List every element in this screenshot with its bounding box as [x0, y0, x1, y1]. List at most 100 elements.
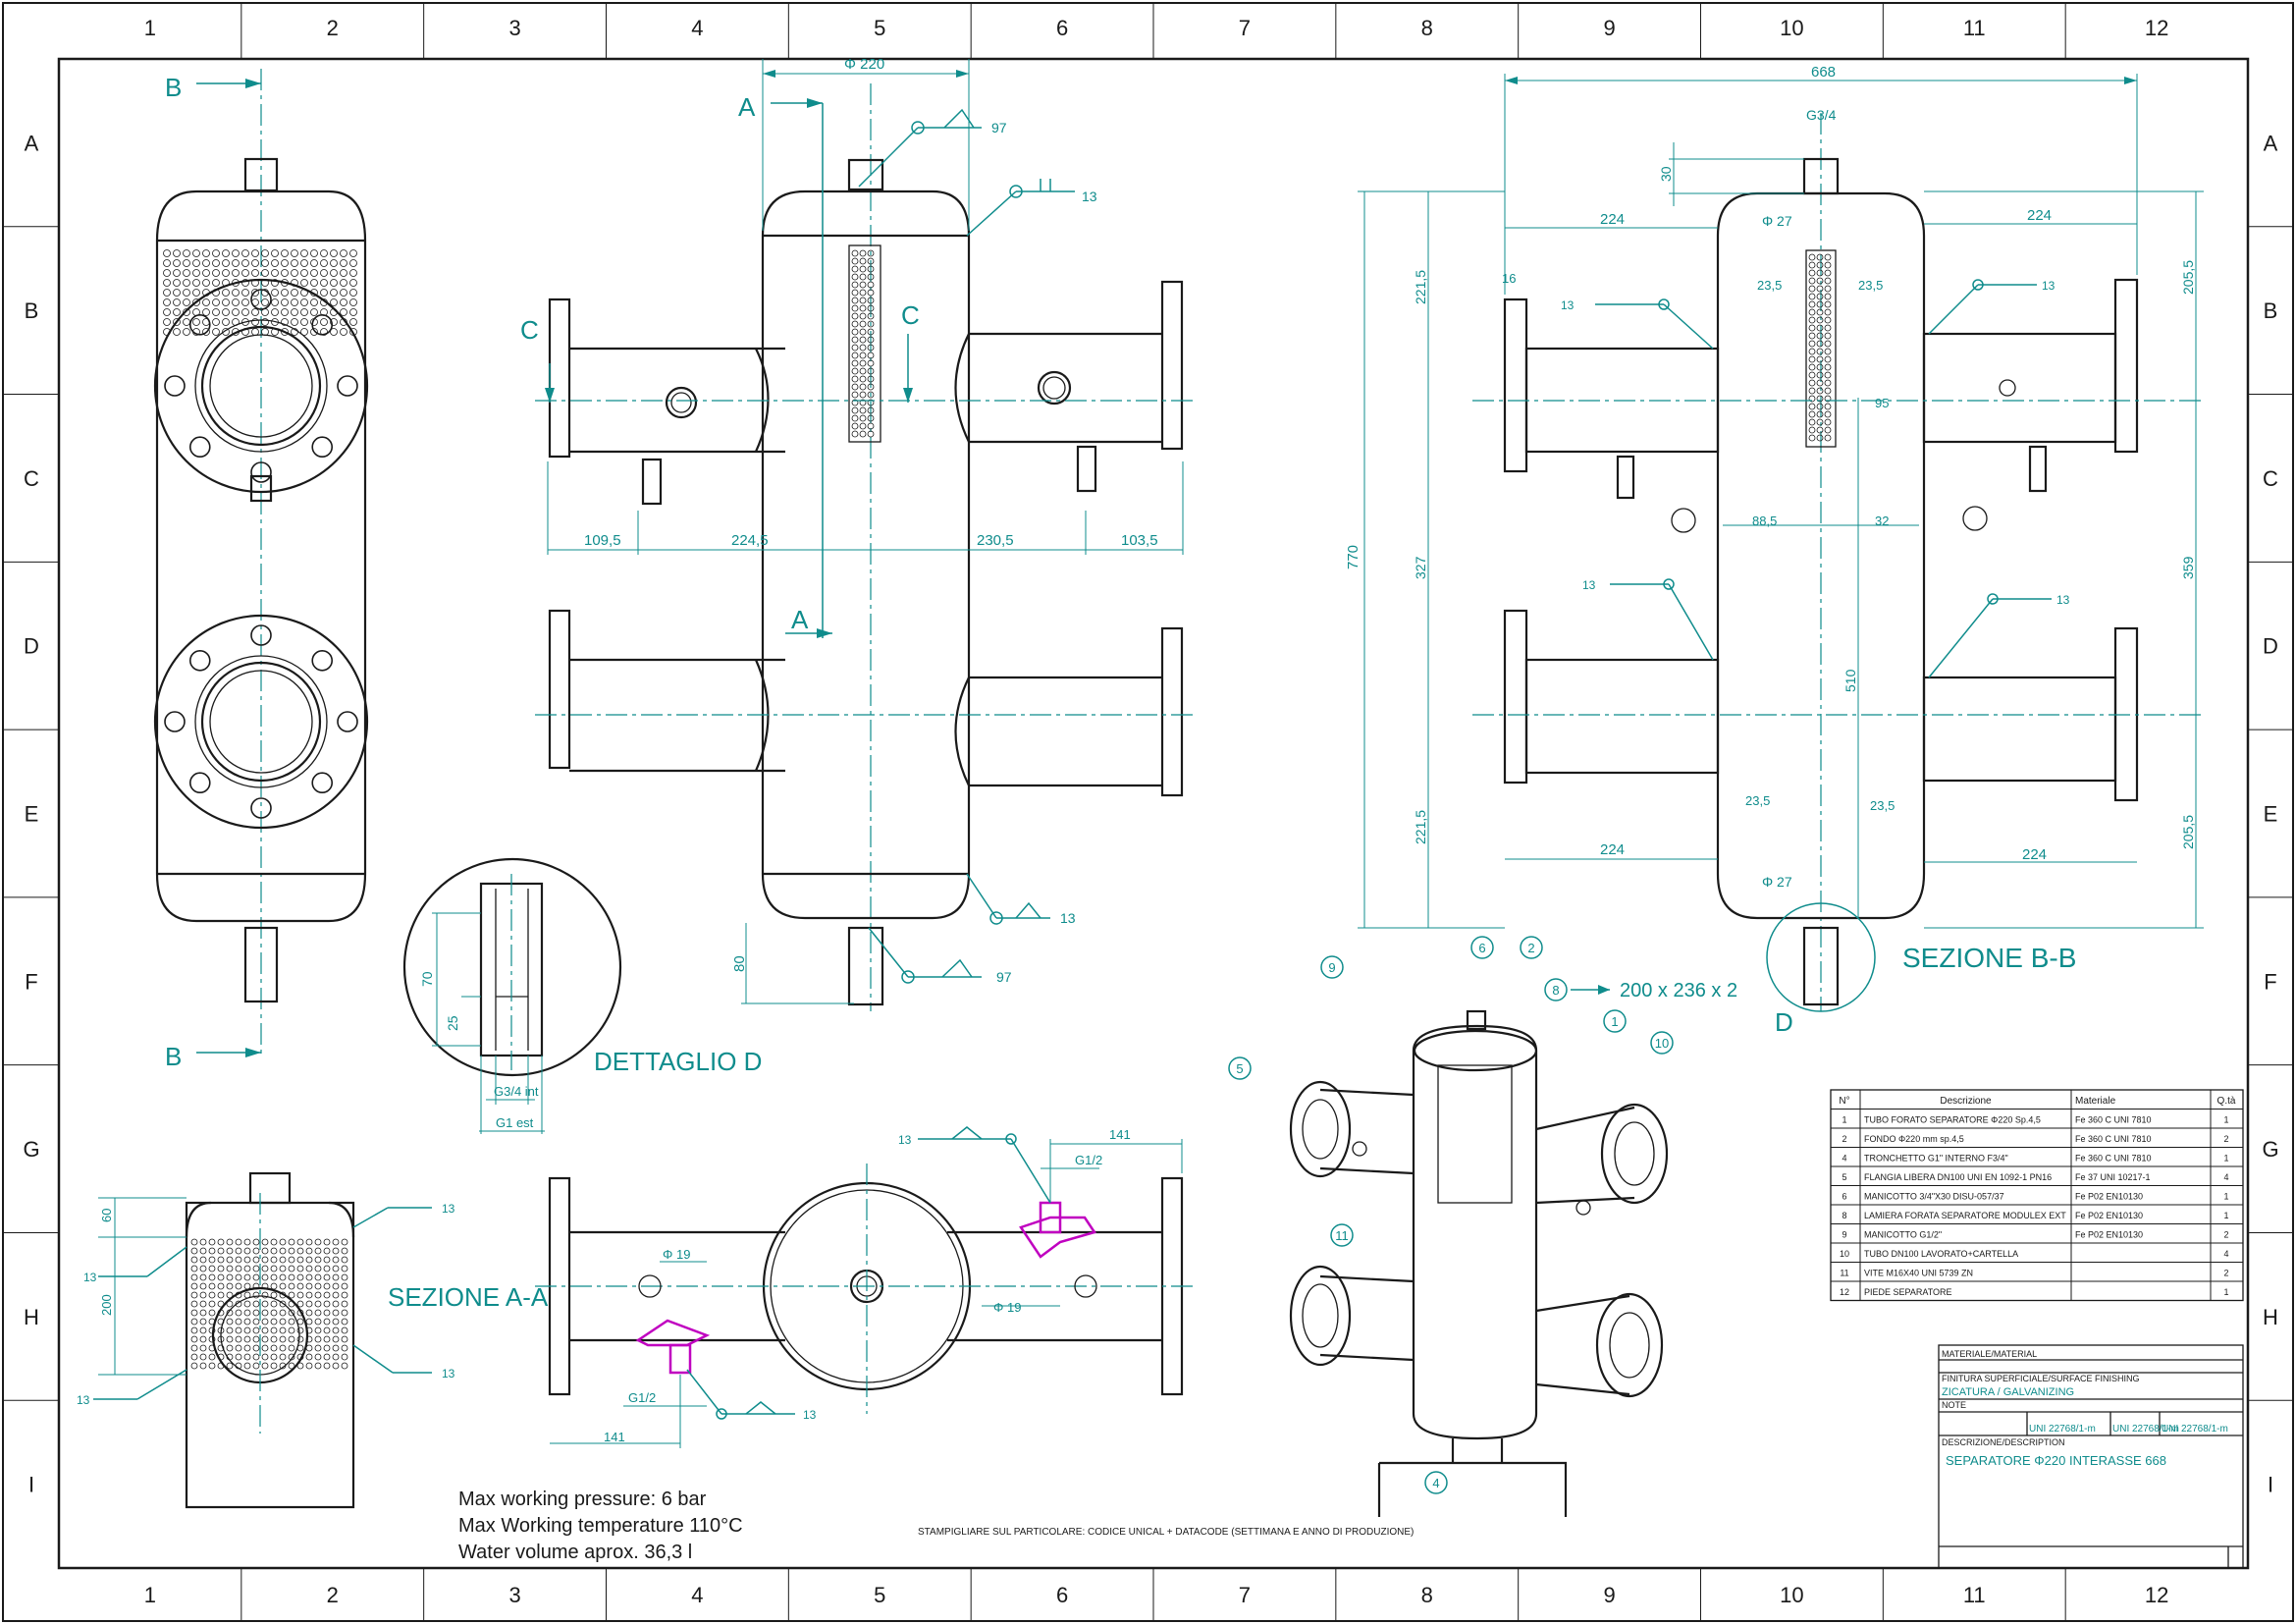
perforation-hole: [349, 269, 357, 277]
perforation-hole: [232, 269, 240, 277]
perforation-hole: [1824, 332, 1832, 340]
bolt-hole: [250, 461, 272, 483]
perforation-hole: [296, 1326, 304, 1334]
perforation-hole: [202, 259, 210, 267]
perforation-hole: [330, 249, 338, 257]
dim-141-top: 141: [1109, 1127, 1131, 1142]
tb-description-value: SEPARATORE Φ220 INTERASSE 668: [1946, 1453, 2166, 1468]
perforation-hole: [190, 1256, 198, 1264]
perforation-hole: [173, 279, 181, 287]
dim-2215-bottom: 221,5: [1413, 810, 1428, 844]
perforation-hole: [235, 1344, 242, 1352]
perforation-hole: [851, 344, 859, 352]
perforation-hole: [288, 1256, 295, 1264]
perforation-hole: [851, 249, 859, 257]
perforation-hole: [243, 1309, 251, 1317]
bom-header-3: Q.tà: [2217, 1096, 2236, 1107]
perforation-hole: [1824, 426, 1832, 434]
perforation-hole: [243, 1256, 251, 1264]
perforation-hole: [867, 375, 875, 383]
balloon-6: 6: [1478, 941, 1485, 955]
perforation-hole: [867, 422, 875, 430]
bom-cell: 1: [2223, 1192, 2228, 1202]
perforation-hole: [208, 1362, 216, 1370]
dim-200: 200: [99, 1294, 114, 1316]
perforation-hole: [859, 289, 867, 297]
perforation-hole: [252, 1318, 260, 1326]
perforation-hole: [349, 289, 357, 297]
perforation-hole: [183, 269, 190, 277]
perforation-hole: [261, 1353, 269, 1361]
perforation-hole: [1824, 277, 1832, 285]
perforation-hole: [1808, 285, 1816, 293]
grid-col-12-top: 12: [2145, 16, 2168, 40]
perforation-hole: [330, 298, 338, 306]
perforation-hole: [252, 1256, 260, 1264]
perforation-hole: [232, 308, 240, 316]
perforation-hole: [310, 259, 318, 267]
perforation-hole: [341, 1256, 348, 1264]
perforation-hole: [252, 1335, 260, 1343]
perforation-hole: [222, 298, 230, 306]
perforation-hole: [341, 1273, 348, 1281]
tb-code-2: UNI 22768/1-m: [2112, 1424, 2179, 1435]
perforation-hole: [323, 1326, 331, 1334]
grid-col-11-bottom: 11: [1963, 1583, 1986, 1607]
perforation-hole: [251, 249, 259, 257]
balloon-1: 1: [1611, 1014, 1618, 1029]
perforation-hole: [349, 318, 357, 326]
perforation-hole: [851, 281, 859, 289]
perforation-hole: [199, 1353, 207, 1361]
dim-30: 30: [1658, 166, 1674, 182]
perforation-hole: [192, 249, 200, 257]
perforation-hole: [867, 281, 875, 289]
perforation-hole: [323, 1282, 331, 1290]
perforation-hole: [851, 430, 859, 438]
balloon-circle: [1228, 1056, 1252, 1080]
perforation-hole: [305, 1273, 313, 1281]
perforation-hole: [320, 259, 328, 267]
perforation-hole: [199, 1309, 207, 1317]
perforation-hole: [288, 1326, 295, 1334]
perforation-hole: [851, 375, 859, 383]
perforation-hole: [867, 336, 875, 344]
bolt-hole: [188, 313, 211, 336]
perforation-hole: [1808, 395, 1816, 403]
perforation-hole: [235, 1335, 242, 1343]
perforation-hole: [183, 328, 190, 336]
perforation-hole: [241, 259, 249, 267]
cut-d-label: D: [1775, 1007, 1793, 1037]
bom-cell: 1: [2223, 1115, 2228, 1125]
dim-1035: 103,5: [1121, 532, 1158, 549]
grid-row-B-left: B: [25, 298, 39, 323]
perforation-hole: [251, 328, 259, 336]
bom-cell: FONDO Φ220 mm sp.4,5: [1864, 1134, 1964, 1144]
grid-col-9-bottom: 9: [1603, 1583, 1615, 1607]
perforation-hole: [867, 391, 875, 399]
perforation-hole: [261, 1309, 269, 1317]
perforation-hole: [261, 259, 269, 267]
perforation-hole: [212, 249, 220, 257]
perforation-hole: [867, 304, 875, 312]
dim-phi19-left: Φ 19: [663, 1247, 690, 1262]
perforation-hole: [296, 1247, 304, 1255]
balloon-circle: [1603, 1009, 1627, 1033]
grid-col-3-top: 3: [508, 16, 520, 40]
grid-col-7-bottom: 7: [1239, 1583, 1251, 1607]
bom-cell: PIEDE SEPARATORE: [1864, 1287, 1952, 1297]
perforation-hole: [261, 269, 269, 277]
perforation-hole: [1808, 308, 1816, 316]
bom-cell: 1: [2223, 1287, 2228, 1297]
perforation-hole: [243, 1335, 251, 1343]
perforation-hole: [323, 1362, 331, 1370]
grid-col-3-bottom: 3: [508, 1583, 520, 1607]
bolt-hole: [311, 313, 334, 336]
perforation-hole: [859, 344, 867, 352]
perforation-hole: [235, 1265, 242, 1272]
perforation-hole: [222, 328, 230, 336]
perforation-hole: [305, 1344, 313, 1352]
perforation-hole: [859, 399, 867, 406]
